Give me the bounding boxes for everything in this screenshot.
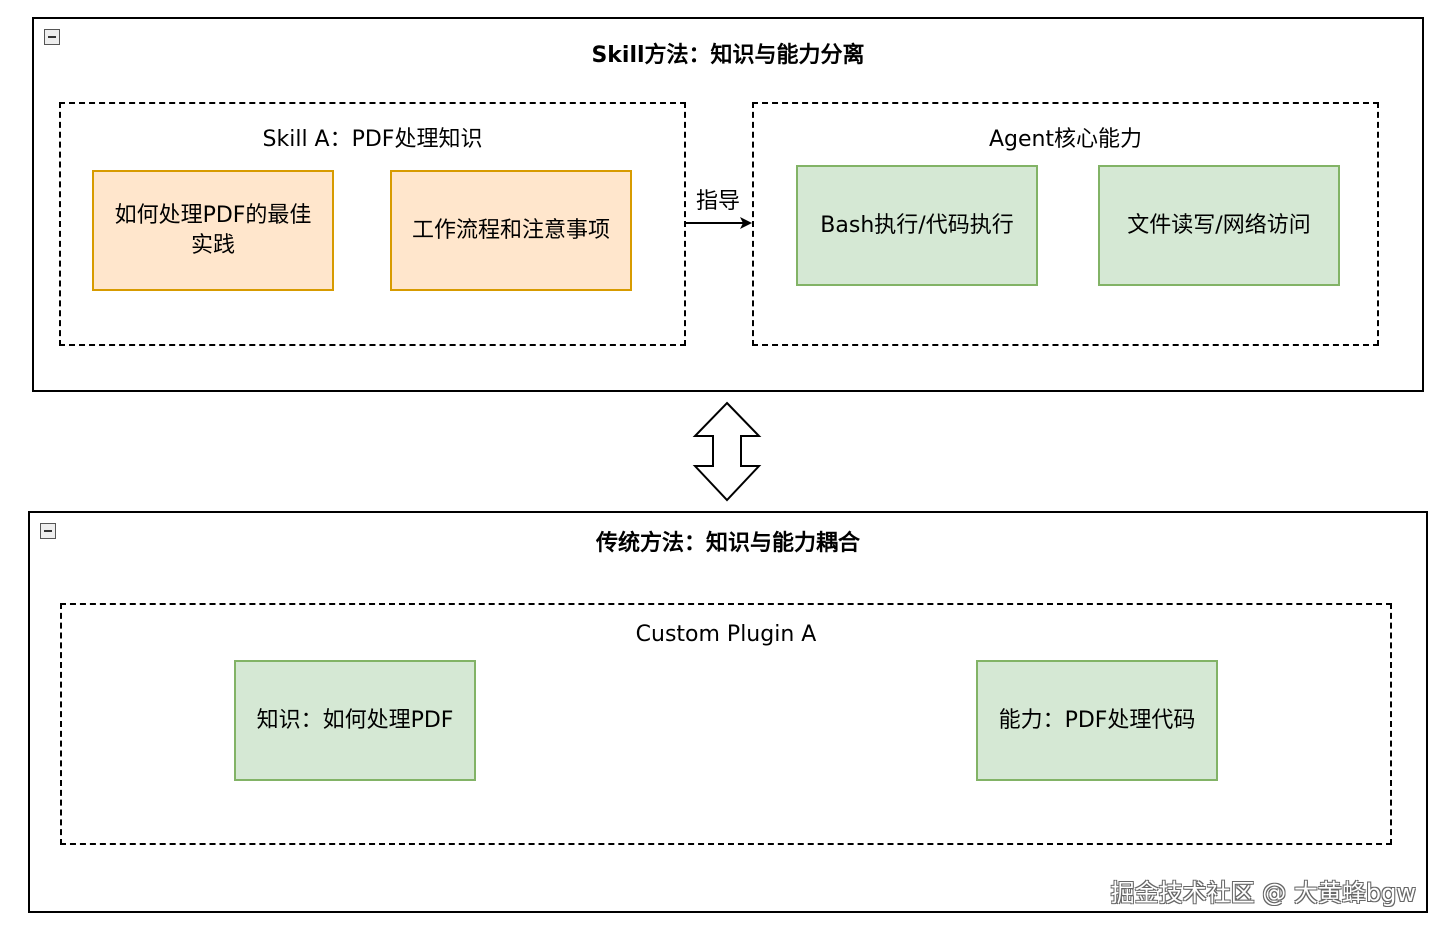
agent-core-group: Agent核心能力 Bash执行/代码执行 文件读写/网络访问: [752, 102, 1379, 346]
custom-plugin-group: Custom Plugin A 知识：如何处理PDF 能力：PDF处理代码: [60, 603, 1392, 845]
best-practice-box: 如何处理PDF的最佳实践: [92, 170, 334, 291]
custom-plugin-title: Custom Plugin A: [635, 622, 817, 647]
agent-core-title: Agent核心能力: [988, 127, 1143, 152]
workflow-box: 工作流程和注意事项: [390, 170, 632, 291]
collapse-icon[interactable]: [40, 523, 56, 539]
collapse-icon[interactable]: [44, 29, 60, 45]
double-arrow-icon: [692, 401, 762, 502]
traditional-approach-title: 传统方法：知识与能力耦合: [595, 531, 860, 556]
bash-exec-box: Bash执行/代码执行: [796, 165, 1038, 286]
traditional-approach-container: 传统方法：知识与能力耦合 Custom Plugin A 知识：如何处理PDF …: [28, 511, 1428, 913]
skill-approach-container: Skill方法：知识与能力分离 Skill A：PDF处理知识 如何处理PDF的…: [32, 17, 1424, 392]
skill-approach-title: Skill方法：知识与能力分离: [591, 43, 865, 68]
watermark: 掘金技术社区 @ 大黄蜂bgw: [1110, 879, 1416, 907]
guide-label: 指导: [696, 189, 741, 214]
knowledge-box: 知识：如何处理PDF: [234, 660, 476, 781]
skill-a-title: Skill A：PDF处理知识: [262, 127, 483, 152]
file-network-box: 文件读写/网络访问: [1098, 165, 1340, 286]
capability-box: 能力：PDF处理代码: [976, 660, 1218, 781]
